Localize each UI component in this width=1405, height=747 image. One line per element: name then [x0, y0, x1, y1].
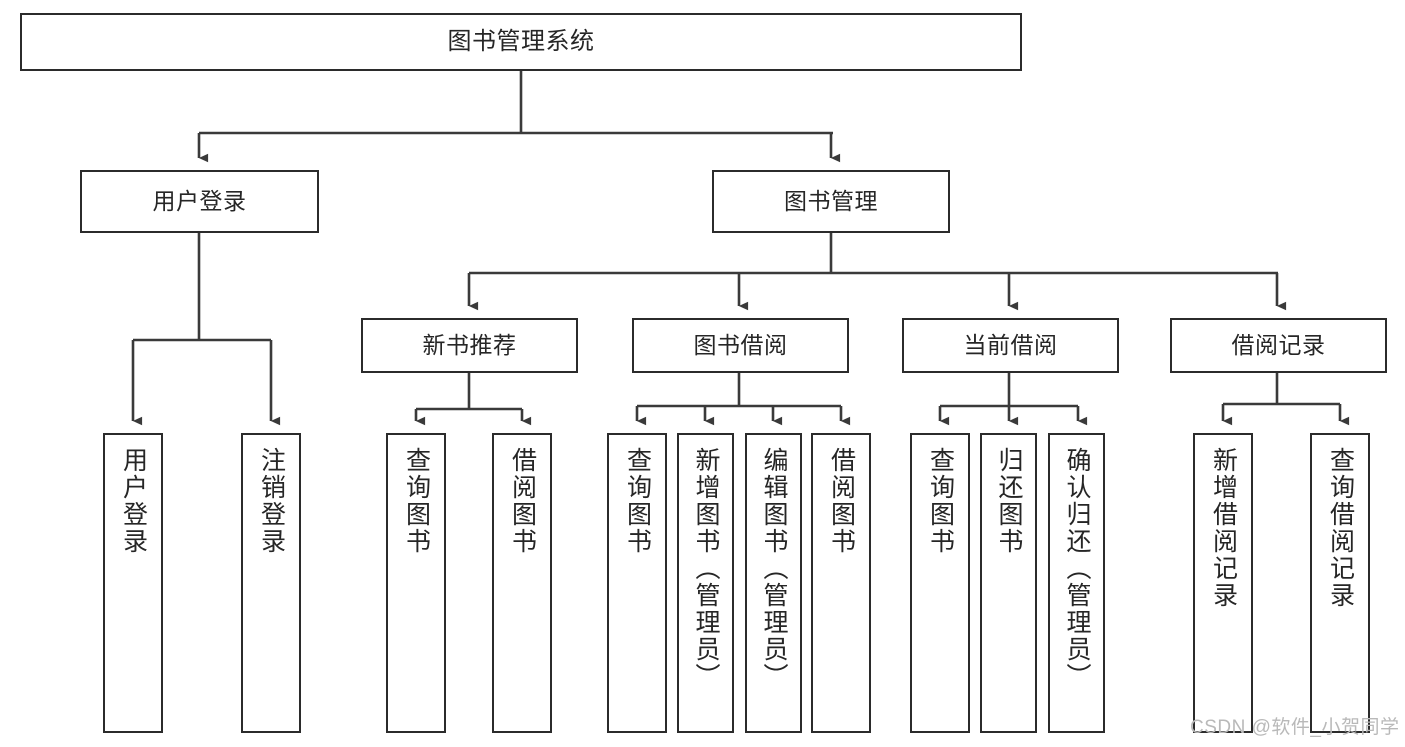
node-new-books-label: 新书推荐	[422, 332, 517, 359]
leaf-bookborrow-borrow[interactable]: 借阅图书	[811, 433, 871, 733]
node-book-manage-label: 图书管理	[784, 188, 878, 215]
node-new-books[interactable]: 新书推荐	[361, 318, 578, 373]
leaf-bookborrow-query-label: 查询图书	[623, 447, 652, 555]
leaf-records-query-label: 查询借阅记录	[1326, 447, 1355, 609]
leaf-bookborrow-borrow-label: 借阅图书	[827, 447, 856, 555]
leaf-logout[interactable]: 注销登录	[241, 433, 301, 733]
leaf-bookborrow-query[interactable]: 查询图书	[607, 433, 667, 733]
node-book-manage[interactable]: 图书管理	[712, 170, 950, 233]
node-current-borrow[interactable]: 当前借阅	[902, 318, 1119, 373]
node-current-borrow-label: 当前借阅	[963, 332, 1058, 359]
leaf-newbooks-query-label: 查询图书	[402, 447, 431, 555]
leaf-records-query[interactable]: 查询借阅记录	[1310, 433, 1370, 733]
leaf-logout-label: 注销登录	[257, 447, 286, 555]
leaf-currentborrow-return-label: 归还图书	[995, 447, 1023, 555]
leaf-bookborrow-add-label: 新增图书（管理员）	[692, 447, 720, 690]
leaf-bookborrow-edit[interactable]: 编辑图书（管理员）	[745, 433, 802, 733]
leaf-currentborrow-query[interactable]: 查询图书	[910, 433, 970, 733]
leaf-currentborrow-confirm-label: 确认归还（管理员）	[1063, 447, 1091, 690]
leaf-currentborrow-query-label: 查询图书	[926, 447, 955, 555]
leaf-currentborrow-return[interactable]: 归还图书	[980, 433, 1037, 733]
leaf-newbooks-borrow[interactable]: 借阅图书	[492, 433, 552, 733]
leaf-newbooks-borrow-label: 借阅图书	[508, 447, 537, 555]
node-root[interactable]: 图书管理系统	[20, 13, 1022, 71]
leaf-records-add[interactable]: 新增借阅记录	[1193, 433, 1253, 733]
leaf-bookborrow-add[interactable]: 新增图书（管理员）	[677, 433, 734, 733]
node-user-login-label: 用户登录	[152, 188, 247, 215]
node-borrow-records-label: 借阅记录	[1231, 332, 1326, 359]
leaf-user-login-label: 用户登录	[119, 447, 148, 555]
node-borrow-records[interactable]: 借阅记录	[1170, 318, 1387, 373]
leaf-records-add-label: 新增借阅记录	[1209, 447, 1238, 609]
watermark: CSDN @软件_小贺同学	[1190, 717, 1400, 738]
leaf-newbooks-query[interactable]: 查询图书	[386, 433, 446, 733]
node-book-borrow-label: 图书借阅	[693, 332, 788, 359]
node-user-login[interactable]: 用户登录	[80, 170, 319, 233]
leaf-user-login[interactable]: 用户登录	[103, 433, 163, 733]
leaf-bookborrow-edit-label: 编辑图书（管理员）	[760, 447, 788, 690]
node-book-borrow[interactable]: 图书借阅	[632, 318, 849, 373]
node-root-label: 图书管理系统	[447, 28, 595, 56]
leaf-currentborrow-confirm[interactable]: 确认归还（管理员）	[1048, 433, 1105, 733]
